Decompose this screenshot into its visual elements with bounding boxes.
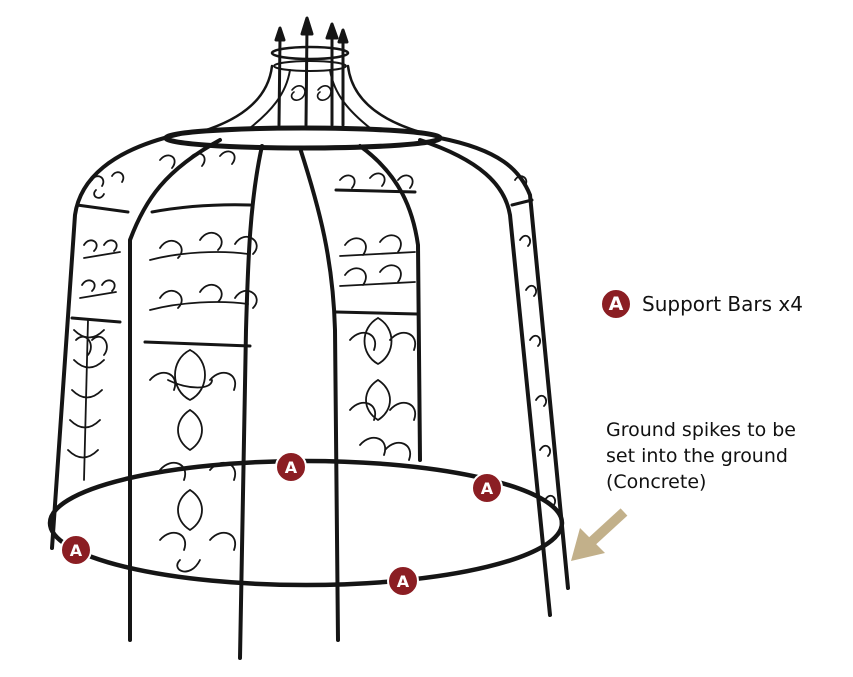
scroll-panels [67, 150, 557, 573]
callout-a-right: A [471, 472, 503, 504]
frame-ribs [50, 132, 570, 660]
callout-a-top: A [275, 451, 307, 483]
horizontal-bands [70, 188, 534, 348]
note-line-1: Ground spikes to be [606, 419, 796, 441]
arrow-icon [571, 508, 628, 561]
legend-label: Support Bars x4 [642, 292, 803, 316]
gazebo-frame [47, 16, 570, 660]
callout-a-bottom: A [387, 565, 419, 597]
ground-spike-note: Ground spikes to be set into the ground … [606, 417, 846, 495]
finial [198, 16, 422, 134]
legend-badge: A [600, 288, 632, 320]
note-line-2: set into the ground [606, 445, 788, 467]
top-ring [163, 125, 443, 151]
callout-a-left: A [60, 534, 92, 566]
note-line-3: (Concrete) [606, 471, 707, 493]
legend: A Support Bars x4 [600, 288, 803, 320]
